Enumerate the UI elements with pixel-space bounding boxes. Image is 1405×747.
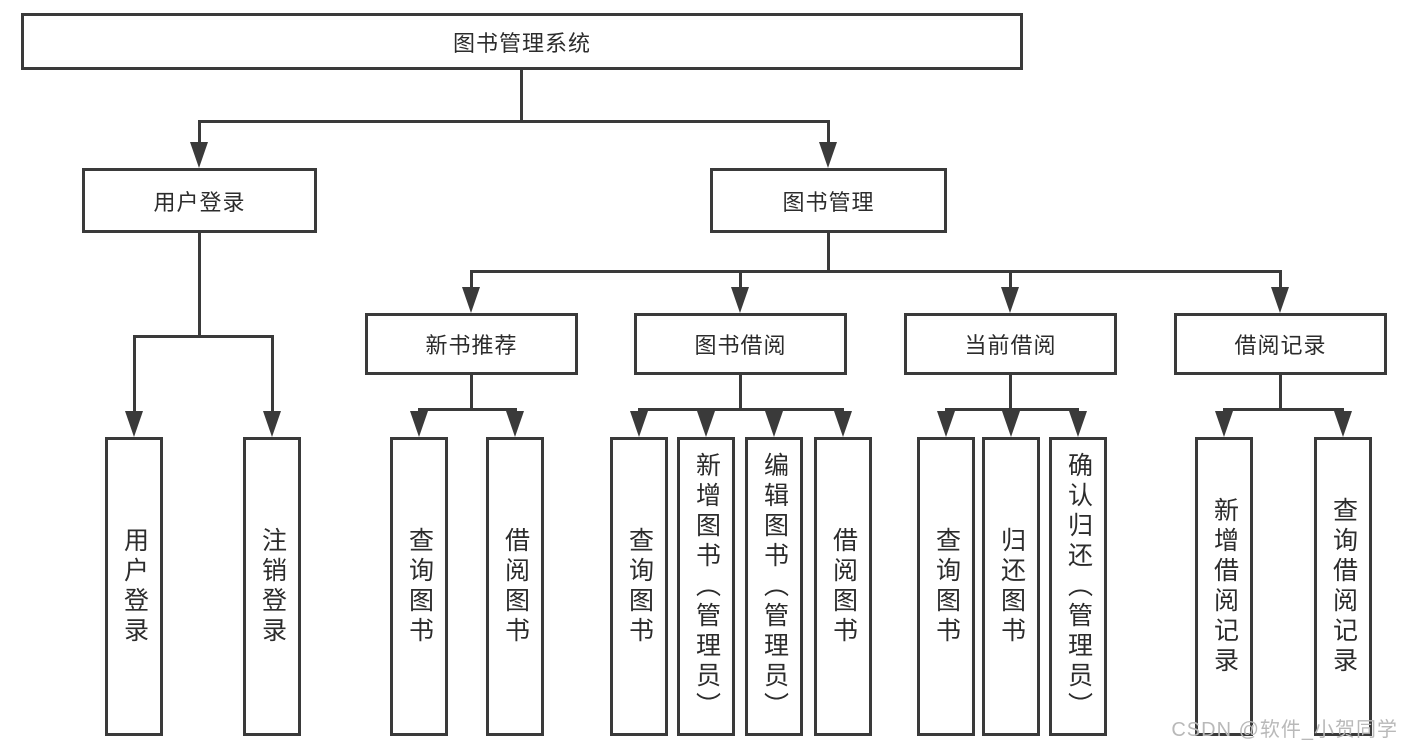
leaf-query-books-newbook: 查询图书 — [390, 437, 448, 736]
arrow-down-icon — [506, 411, 524, 437]
connector-userlogin-leaf1-stem — [133, 335, 136, 413]
arrow-down-icon — [731, 287, 749, 313]
connector-userlogin-stem — [198, 233, 201, 335]
connector-currentborrow-rail — [945, 408, 1079, 411]
connector-branch1-stem — [198, 120, 201, 144]
leaf-query-borrow-record: 查询借阅记录 — [1314, 437, 1372, 736]
arrow-down-icon — [1002, 411, 1020, 437]
connector-bookmgmt-stem — [827, 233, 830, 270]
arrow-down-icon — [1215, 411, 1233, 437]
arrow-down-icon — [1271, 287, 1289, 313]
connector-root-stem — [520, 69, 523, 120]
arrow-down-icon — [937, 411, 955, 437]
node-book-management: 图书管理 — [710, 168, 947, 233]
connector-newbook-stem — [470, 375, 473, 408]
arrow-down-icon — [834, 411, 852, 437]
leaf-borrow-books: 借阅图书 — [814, 437, 872, 736]
connector-branch2-stem — [827, 120, 830, 144]
leaf-borrow-books-newbook: 借阅图书 — [486, 437, 544, 736]
arrow-down-icon — [263, 411, 281, 437]
leaf-edit-books-admin: 编辑图书（管理员） — [745, 437, 803, 736]
connector-module3-stem — [1009, 270, 1012, 288]
node-root-system: 图书管理系统 — [21, 13, 1023, 70]
arrow-down-icon — [190, 142, 208, 168]
csdn-watermark: CSDN @软件_小贺同学 — [1171, 719, 1398, 741]
arrow-down-icon — [410, 411, 428, 437]
leaf-query-books-borrow: 查询图书 — [610, 437, 668, 736]
arrow-down-icon — [1069, 411, 1087, 437]
leaf-confirm-return-admin: 确认归还（管理员） — [1049, 437, 1107, 736]
arrow-down-icon — [765, 411, 783, 437]
connector-module1-stem — [470, 270, 473, 288]
leaf-return-books: 归还图书 — [982, 437, 1040, 736]
arrow-down-icon — [630, 411, 648, 437]
connector-userlogin-rail — [133, 335, 274, 338]
connector-root-rail — [198, 120, 830, 123]
arrow-down-icon — [819, 142, 837, 168]
node-new-book-recommend: 新书推荐 — [365, 313, 578, 375]
connector-module2-stem — [739, 270, 742, 288]
leaf-user-login: 用户登录 — [105, 437, 163, 736]
connector-borrowrecord-rail — [1223, 408, 1344, 411]
connector-currentborrow-stem — [1009, 375, 1012, 408]
node-borrow-record: 借阅记录 — [1174, 313, 1387, 375]
node-book-borrow: 图书借阅 — [634, 313, 847, 375]
connector-bookmgmt-rail — [470, 270, 1281, 273]
leaf-add-borrow-record: 新增借阅记录 — [1195, 437, 1253, 736]
leaf-add-books-admin: 新增图书（管理员） — [677, 437, 735, 736]
node-current-borrow: 当前借阅 — [904, 313, 1117, 375]
connector-bookborrow-rail — [638, 408, 844, 411]
connector-bookborrow-stem — [739, 375, 742, 408]
arrow-down-icon — [1001, 287, 1019, 313]
arrow-down-icon — [1334, 411, 1352, 437]
arrow-down-icon — [462, 287, 480, 313]
connector-borrowrecord-stem — [1279, 375, 1282, 408]
node-user-login: 用户登录 — [82, 168, 317, 233]
arrow-down-icon — [125, 411, 143, 437]
leaf-logout: 注销登录 — [243, 437, 301, 736]
connector-newbook-rail — [418, 408, 516, 411]
connector-module4-stem — [1279, 270, 1282, 288]
connector-userlogin-leaf2-stem — [271, 335, 274, 413]
arrow-down-icon — [697, 411, 715, 437]
leaf-query-books-current: 查询图书 — [917, 437, 975, 736]
